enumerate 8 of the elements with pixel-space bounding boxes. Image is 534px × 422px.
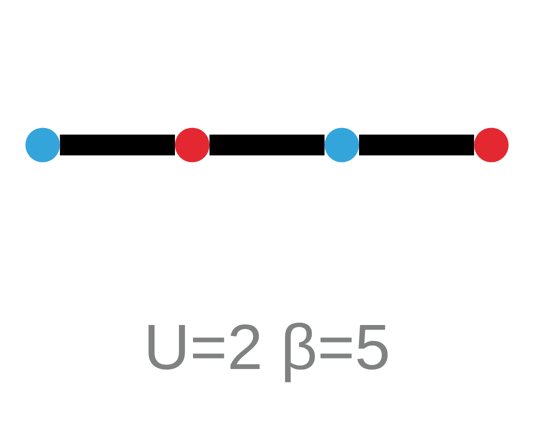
- connector: [208, 134, 326, 156]
- node-circle: [174, 128, 210, 162]
- node-circle: [474, 128, 509, 162]
- node-circle: [324, 128, 360, 162]
- connector: [358, 134, 475, 156]
- formula-label: U=2 β=5: [144, 310, 390, 384]
- connector: [59, 134, 176, 156]
- node-circle: [25, 128, 60, 162]
